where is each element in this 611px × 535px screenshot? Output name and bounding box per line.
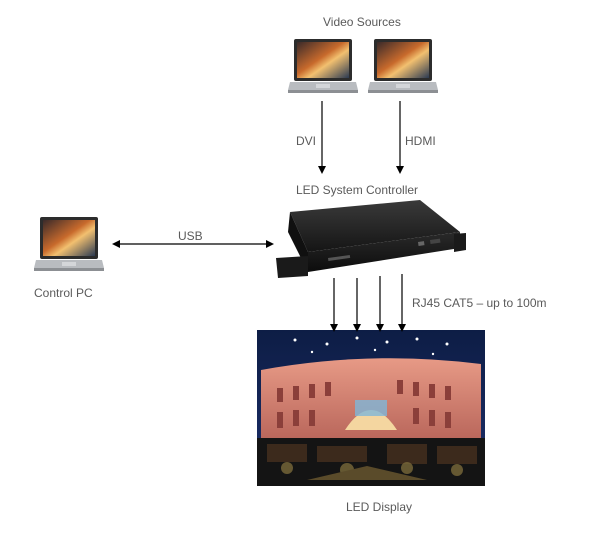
rj45-label: RJ45 CAT5 – up to 100m xyxy=(412,296,547,310)
rack-controller-icon xyxy=(276,200,466,278)
led-system-controller-label: LED System Controller xyxy=(296,183,419,197)
hdmi-label: HDMI xyxy=(405,134,436,148)
video-sources-label: Video Sources xyxy=(323,15,401,29)
dvi-label: DVI xyxy=(296,134,317,148)
usb-label: USB xyxy=(178,229,203,243)
led-display-image xyxy=(257,330,485,486)
laptop-icon xyxy=(34,217,104,271)
led-display-label: LED Display xyxy=(346,500,413,514)
laptop-icon xyxy=(288,39,358,93)
laptop-icon xyxy=(368,39,438,93)
control-pc-label: Control PC xyxy=(34,286,93,300)
